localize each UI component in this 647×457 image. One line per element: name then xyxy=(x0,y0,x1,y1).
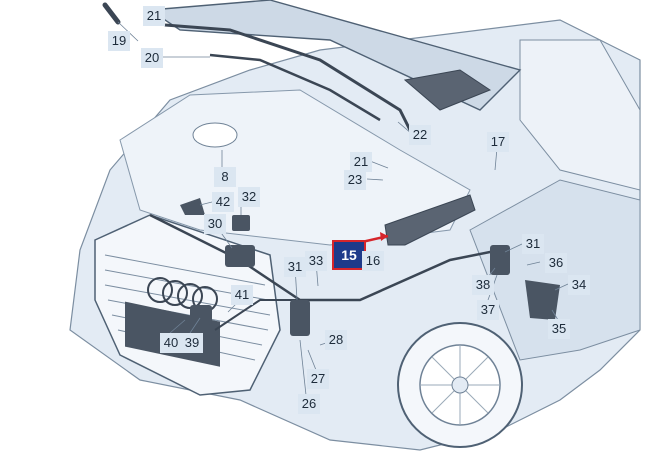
callout-30: 30 xyxy=(204,214,226,234)
callout-40: 40 xyxy=(160,333,182,353)
callout-21: 21 xyxy=(143,6,165,26)
callout-8: 8 xyxy=(214,167,236,187)
highlight-arrowhead xyxy=(380,232,388,241)
callout-19: 19 xyxy=(108,31,130,51)
latch-bracket xyxy=(232,215,250,231)
callout-37: 37 xyxy=(477,300,499,320)
callout-22: 22 xyxy=(409,125,431,145)
callout-38: 38 xyxy=(472,275,494,295)
callout-17: 17 xyxy=(487,132,509,152)
latch-lever xyxy=(180,198,205,215)
windshield xyxy=(519,39,641,191)
callout-28: 28 xyxy=(325,330,347,350)
callout-31: 31 xyxy=(284,257,306,277)
hood-vent xyxy=(403,69,492,111)
callout-32: 32 xyxy=(238,187,260,207)
callout-15: 15 xyxy=(334,242,364,268)
callout-33: 33 xyxy=(305,251,327,271)
safety-catch xyxy=(190,305,212,325)
plenum-cover xyxy=(384,194,476,246)
callout-27: 27 xyxy=(307,369,329,389)
release-cable-2 xyxy=(214,299,300,331)
hood-seal-upper xyxy=(164,23,412,131)
callout-23: 23 xyxy=(344,170,366,190)
callout-21: 21 xyxy=(350,152,372,172)
reservoir-cap xyxy=(192,122,238,148)
hood-strut-19 xyxy=(102,2,121,25)
callout-39: 39 xyxy=(181,333,203,353)
callout-34: 34 xyxy=(568,275,590,295)
callout-16: 16 xyxy=(362,251,384,271)
callout-35: 35 xyxy=(548,319,570,339)
callout-26: 26 xyxy=(298,394,320,414)
callout-20: 20 xyxy=(141,48,163,68)
hood-seal-lower xyxy=(209,53,381,122)
hood-latch xyxy=(225,245,255,267)
lock-30-block xyxy=(290,300,310,336)
callout-31: 31 xyxy=(522,234,544,254)
rim-hub xyxy=(451,376,469,394)
brand-rings xyxy=(147,277,218,312)
callout-42: 42 xyxy=(212,192,234,212)
callout-36: 36 xyxy=(545,253,567,273)
hood-hinge xyxy=(525,280,560,320)
callout-41: 41 xyxy=(231,285,253,305)
release-handle xyxy=(490,245,510,275)
